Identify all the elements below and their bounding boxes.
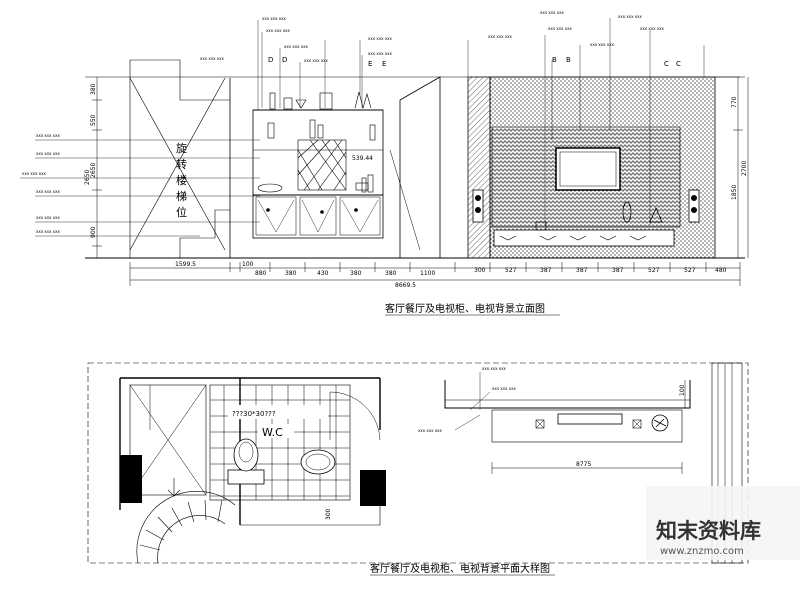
svg-text:380: 380 [350, 270, 362, 277]
svg-text:480: 480 [715, 267, 727, 274]
top-notes: xxx xxx xxx xxx xxx xxx xxx xxx xxx xxx … [200, 10, 664, 63]
svg-text:100: 100 [679, 384, 686, 396]
svg-text:1100: 1100 [420, 270, 435, 277]
svg-text:xxx xxx xxx: xxx xxx xxx [36, 133, 60, 138]
svg-text:380: 380 [385, 270, 397, 277]
svg-text:2700: 2700 [741, 161, 748, 176]
svg-text:xxx xxx xxx: xxx xxx xxx [418, 428, 442, 433]
svg-text:xxx xxx xxx: xxx xxx xxx [284, 44, 308, 49]
left-notes: xxx xxx xxx xxx xxx xxx xxx xxx xxx xxx … [22, 133, 60, 234]
svg-text:xxx xxx xxx: xxx xxx xxx [200, 56, 224, 61]
svg-text:300: 300 [325, 508, 332, 520]
tv-cabinet [493, 229, 675, 247]
shower-area [129, 384, 207, 496]
column-left [120, 455, 142, 503]
column-right [360, 470, 386, 506]
svg-text:380: 380 [90, 83, 97, 95]
svg-text:527: 527 [648, 267, 660, 274]
watermark: 知末资料库 www.znzmo.com [646, 486, 800, 560]
door-panel [399, 76, 441, 259]
stair-char: 楼 [176, 173, 187, 187]
svg-text:550: 550 [90, 114, 97, 126]
svg-text:xxx xxx xxx: xxx xxx xxx [488, 34, 512, 39]
svg-text:D: D [268, 56, 273, 64]
toilet [227, 438, 265, 485]
svg-text:2650: 2650 [90, 163, 97, 178]
wc-label: W.C [262, 426, 283, 439]
svg-text:900: 900 [90, 226, 97, 238]
svg-text:880: 880 [255, 270, 267, 277]
stair-char: 转 [176, 157, 187, 171]
bottom-dimensions: 1599.5 100 880 380 430 380 380 1100 300 … [129, 261, 741, 289]
svg-text:xxx xxx xxx: xxx xxx xxx [304, 58, 328, 63]
svg-text:1850: 1850 [731, 185, 738, 200]
svg-text:xxx xxx xxx: xxx xxx xxx [368, 36, 392, 41]
stair-char: 梯 [176, 190, 187, 203]
tv-wall [472, 76, 716, 259]
stair-char: 旋 [176, 141, 187, 155]
speaker-left [472, 189, 484, 223]
svg-text:xxx xxx xxx: xxx xxx xxx [266, 28, 290, 33]
svg-text:xxx xxx xxx: xxx xxx xxx [492, 386, 516, 391]
svg-text:8775: 8775 [576, 461, 591, 468]
watermark-brand: 知末资料库 [656, 519, 761, 543]
svg-text:E: E [382, 60, 386, 68]
svg-text:2650: 2650 [84, 170, 91, 185]
svg-text:430: 430 [317, 270, 329, 277]
wine-cabinet: 539.44 [252, 91, 384, 239]
basin [300, 449, 336, 475]
svg-text:xxx xxx xxx: xxx xxx xxx [36, 189, 60, 194]
svg-text:770: 770 [731, 96, 738, 108]
svg-text:D: D [282, 56, 287, 64]
left-dimensions: 380 550 2650 2650 900 [84, 77, 102, 258]
svg-text:xxx xxx xxx: xxx xxx xxx [36, 229, 60, 234]
left-leaders [20, 139, 260, 237]
svg-text:xxx xxx xxx: xxx xxx xxx [618, 14, 642, 19]
svg-text:8669.5: 8669.5 [395, 282, 416, 289]
stair-zone: 旋 转 楼 梯 位 [129, 59, 230, 259]
svg-text:B: B [552, 56, 557, 64]
speaker-right [688, 189, 700, 223]
svg-text:380: 380 [285, 270, 297, 277]
svg-text:1599.5: 1599.5 [175, 261, 196, 268]
svg-text:527: 527 [684, 267, 696, 274]
svg-text:100: 100 [242, 261, 254, 268]
section-markers: D D E E B B C C [268, 56, 681, 68]
svg-text:xxx xxx xxx: xxx xxx xxx [368, 51, 392, 56]
svg-text:xxx xxx xxx: xxx xxx xxx [482, 366, 506, 371]
svg-text:xxx xxx xxx: xxx xxx xxx [640, 26, 664, 31]
svg-text:B: B [566, 56, 571, 64]
svg-text:C: C [664, 60, 669, 68]
elevation-drawing: 旋 转 楼 梯 位 xxx xxx xxx xxx xxx xxx xxx xx… [20, 10, 749, 316]
tv-cabinet-plan [491, 409, 683, 443]
plan-caption: 客厅餐厅及电视柜、电视背景平面大样图 [370, 562, 550, 575]
tile-spec: ???30*30??? [232, 410, 276, 418]
dim-label: 539.44 [352, 155, 373, 162]
svg-text:C: C [676, 60, 681, 68]
svg-text:E: E [368, 60, 372, 68]
spiral-stair [136, 478, 236, 564]
svg-text:387: 387 [612, 267, 624, 274]
svg-text:xxx xxx xxx: xxx xxx xxx [590, 42, 614, 47]
svg-text:xxx xxx xxx: xxx xxx xxx [262, 16, 286, 21]
right-dimensions: 770 1850 2700 [715, 76, 749, 258]
svg-text:xxx xxx xxx: xxx xxx xxx [22, 171, 46, 176]
svg-text:387: 387 [576, 267, 588, 274]
watermark-url: www.znzmo.com [660, 546, 744, 557]
svg-text:387: 387 [540, 267, 552, 274]
tv-screen [555, 147, 621, 191]
svg-text:xxx xxx xxx: xxx xxx xxx [540, 10, 564, 15]
svg-text:300: 300 [474, 267, 486, 274]
elevation-caption: 客厅餐厅及电视柜、电视背景立面图 [385, 302, 545, 315]
svg-text:xxx xxx xxx: xxx xxx xxx [36, 215, 60, 220]
svg-text:527: 527 [505, 267, 517, 274]
stair-char: 位 [176, 205, 187, 219]
svg-text:xxx xxx xxx: xxx xxx xxx [36, 151, 60, 156]
svg-text:xxx xxx xxx: xxx xxx xxx [548, 26, 572, 31]
hatched-column [467, 76, 491, 259]
